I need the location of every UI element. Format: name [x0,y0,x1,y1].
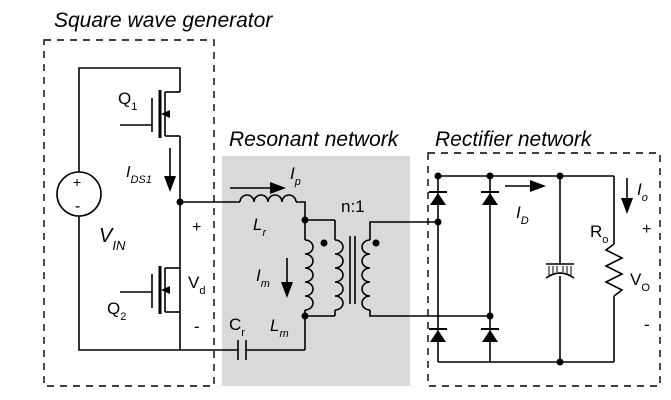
rectifier-network-title: Rectifier network [435,128,593,151]
io-arrow-icon [621,198,633,214]
q2-mosfet-icon [120,266,180,314]
id-arrow-icon [530,180,546,192]
square-wave-generator-box [43,39,215,387]
vo-plus: + [642,221,651,238]
voltage-source-icon [56,171,102,217]
ro-label: Ro [590,222,608,246]
secondary-polarity-dot [372,239,380,247]
vd-label: Vd [188,273,205,297]
secondary-top-wire [369,221,438,240]
diode-d3-icon [481,191,499,205]
midpoint-node [176,198,184,206]
left-leg-mid-node [434,218,442,226]
vo-minus: - [644,315,650,334]
source-minus: - [75,198,80,215]
diode-d2-icon [429,328,447,342]
source-bottom-wire [78,216,305,351]
source-plus: + [73,174,81,190]
resonant-network-region [222,156,410,386]
lr-to-transformer-wire [296,201,306,220]
im-arrow-icon [281,282,293,298]
lm-inductor-icon [304,239,314,311]
secondary-bottom-wire [369,310,490,317]
primary-top-node [301,216,309,224]
primary-polarity-dot [320,239,328,247]
square-wave-generator-title: Square wave generator [54,9,273,32]
right-leg-top-node [486,172,494,180]
output-cap-top-node [556,172,564,180]
vd-minus: - [194,317,200,336]
id-label: ID [516,203,529,227]
diode-d4-icon [481,328,499,342]
source-top-wire [78,67,181,172]
ip-label: Ip [290,164,301,188]
resonant-network-title: Resonant network [229,128,400,151]
output-capacitor-icon [545,263,575,279]
ids1-label: IDS1 [126,164,152,186]
io-label: Io [637,180,648,204]
q1-mosfet-icon [120,90,180,138]
vd-plus: + [192,219,201,236]
ids1-arrow-icon [164,176,176,192]
vo-label: VO [630,270,650,294]
right-leg-mid-node [486,312,494,320]
q1-label: Q1 [118,89,137,113]
turns-ratio-label: n:1 [341,197,365,216]
output-cap-bottom-node [556,358,564,366]
lr-inductor-icon [239,194,297,203]
rectifier-network-box [427,152,661,387]
diode-d1-icon [429,191,447,205]
load-resistor-icon [604,243,624,297]
left-leg-top-node [434,172,442,180]
ip-arrow-icon [270,182,286,194]
transformer-primary-icon [334,239,344,311]
vin-label: VIN [99,225,126,253]
transformer-secondary-icon [361,239,371,311]
cr-gap [239,346,245,354]
q2-label: Q2 [107,299,126,323]
cr-label: Cr [229,315,245,339]
